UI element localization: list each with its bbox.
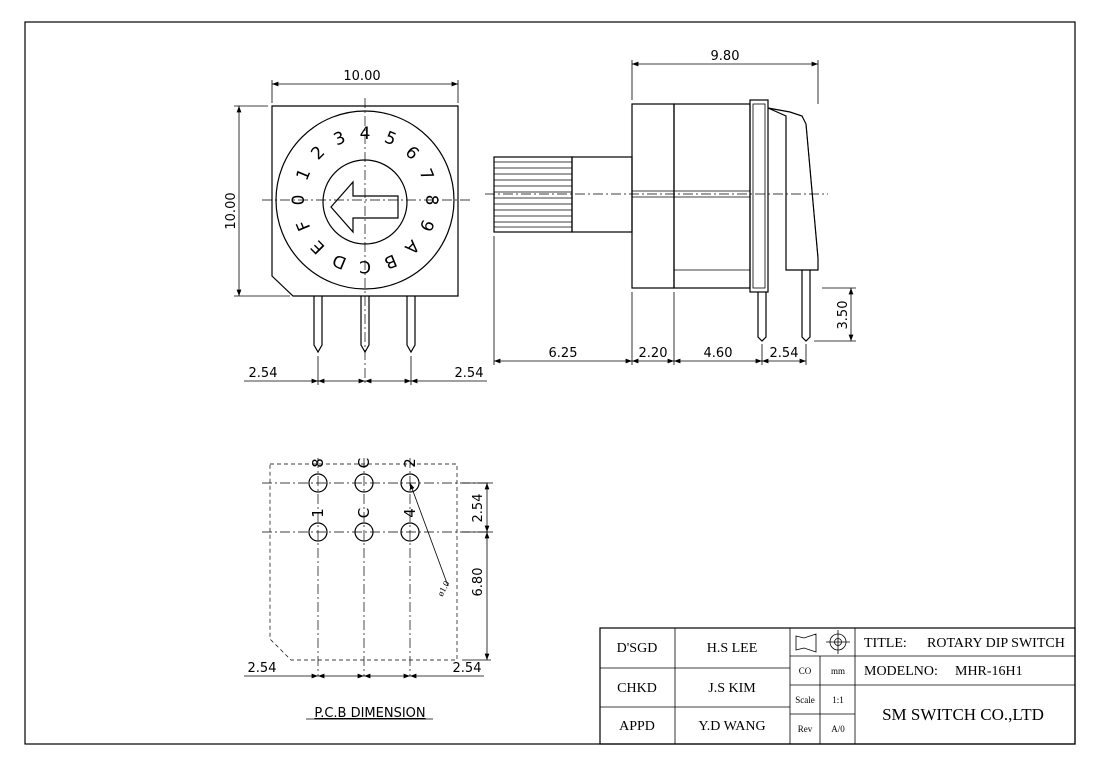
front-pin-center bbox=[360, 296, 370, 354]
pcb-label-top-2: C bbox=[355, 458, 373, 468]
front-pin-left bbox=[313, 296, 323, 354]
side-flange bbox=[749, 99, 769, 293]
side-pin-front bbox=[757, 292, 767, 342]
pointer-arrow-icon bbox=[330, 180, 399, 234]
pcb-height-dim: 6.80 bbox=[471, 568, 486, 597]
side-pin-spacing-dim: 2.54 bbox=[770, 346, 799, 361]
dial-label-c: C bbox=[359, 256, 371, 276]
switch-body-outline bbox=[271, 105, 459, 297]
dial-label-d: D bbox=[330, 249, 350, 272]
co-label: CO bbox=[799, 666, 812, 676]
front-pin-right bbox=[406, 296, 416, 354]
dial-label-6: 6 bbox=[401, 142, 423, 164]
pcb-hole bbox=[308, 473, 328, 493]
hole-note: ø1.0 bbox=[435, 579, 451, 598]
dial-label-9: 9 bbox=[415, 216, 438, 234]
rev-label: Rev bbox=[798, 724, 813, 734]
hole-leader-line bbox=[409, 482, 449, 587]
pcb-label-mid-3: 4 bbox=[401, 508, 419, 518]
drawing-border bbox=[24, 21, 1076, 745]
side-housing bbox=[673, 103, 751, 289]
dial-label-8: 8 bbox=[421, 195, 441, 206]
pcb-hole bbox=[308, 522, 328, 542]
title-label: TITLE: bbox=[864, 636, 907, 651]
front-height-dim: 10.00 bbox=[224, 192, 239, 229]
appd-label: APPD bbox=[619, 719, 655, 734]
dial-label-4: 4 bbox=[360, 124, 371, 144]
dial-label-f: F bbox=[293, 217, 315, 234]
pcb-footprint-outline bbox=[269, 463, 458, 661]
dial-label-a: A bbox=[400, 236, 423, 259]
side-view: 9.80 6.25 2.20 4.60 2.54 3.50 bbox=[485, 49, 856, 365]
side-pin-rear bbox=[801, 270, 811, 342]
pcb-hole bbox=[354, 473, 374, 493]
scale-value: 1:1 bbox=[832, 695, 844, 705]
dial-label-3: 3 bbox=[331, 128, 349, 151]
pcb-label-top-1: 8 bbox=[309, 458, 327, 468]
dial-label-2: 2 bbox=[307, 142, 329, 164]
side-terminal-block bbox=[767, 107, 819, 271]
pcb-vertical-pitch: 2.54 bbox=[471, 494, 486, 523]
side-length-dim: 9.80 bbox=[711, 49, 740, 64]
pcb-bottom-right-dim: 2.54 bbox=[453, 661, 482, 676]
title-value: ROTARY DIP SWITCH bbox=[927, 636, 1065, 651]
scale-label: Scale bbox=[795, 695, 815, 705]
dial-label-5: 5 bbox=[381, 128, 399, 151]
shaft-collar bbox=[571, 156, 633, 233]
dial-label-7: 7 bbox=[415, 166, 438, 184]
front-width-dim: 10.00 bbox=[343, 69, 380, 84]
pcb-caption: P.C.B DIMENSION bbox=[314, 706, 425, 721]
shaft-length-dim: 6.25 bbox=[549, 346, 578, 361]
model-label: MODELNO: bbox=[864, 664, 938, 679]
segment-a-dim: 2.20 bbox=[639, 346, 668, 361]
pin-height-dim: 3.50 bbox=[836, 301, 851, 330]
rev-value: A/0 bbox=[831, 724, 845, 734]
pcb-hole bbox=[354, 522, 374, 542]
dsgd-label: D'SGD bbox=[617, 641, 658, 656]
dial-label-0: 0 bbox=[289, 195, 309, 206]
pcb-label-mid-1: 1 bbox=[309, 508, 327, 518]
pcb-bottom-left-dim: 2.54 bbox=[248, 661, 277, 676]
pcb-hole bbox=[400, 522, 420, 542]
model-value: MHR-16H1 bbox=[955, 664, 1023, 679]
knurl-lines bbox=[494, 161, 572, 228]
unit-label: mm bbox=[831, 666, 845, 676]
appd-name: Y.D WANG bbox=[698, 719, 765, 734]
pcb-hole bbox=[400, 473, 420, 493]
company-name: SM SWITCH CO.,LTD bbox=[882, 705, 1044, 724]
pcb-label-mid-2: C bbox=[355, 508, 373, 518]
title-block: D'SGD H.S LEE CHKD J.S KIM APPD Y.D WANG… bbox=[599, 627, 1076, 745]
chkd-name: J.S KIM bbox=[708, 681, 756, 696]
front-pitch-right: 2.54 bbox=[455, 366, 484, 381]
side-cap bbox=[631, 103, 675, 289]
chkd-label: CHKD bbox=[617, 681, 657, 696]
dial-label-1: 1 bbox=[293, 166, 316, 184]
dial-label-b: B bbox=[381, 250, 399, 273]
pcb-dimension-view: 8 C 2 1 C 4 ø1.0 2.54 6.80 2.54 2.54 P.C… bbox=[244, 458, 495, 721]
segment-b-dim: 4.60 bbox=[704, 346, 733, 361]
front-pitch-left: 2.54 bbox=[249, 366, 278, 381]
projection-symbol-icon bbox=[795, 630, 850, 654]
dial-label-e: E bbox=[307, 236, 329, 258]
pcb-label-top-3: 2 bbox=[401, 458, 419, 468]
dsgd-name: H.S LEE bbox=[707, 641, 758, 656]
